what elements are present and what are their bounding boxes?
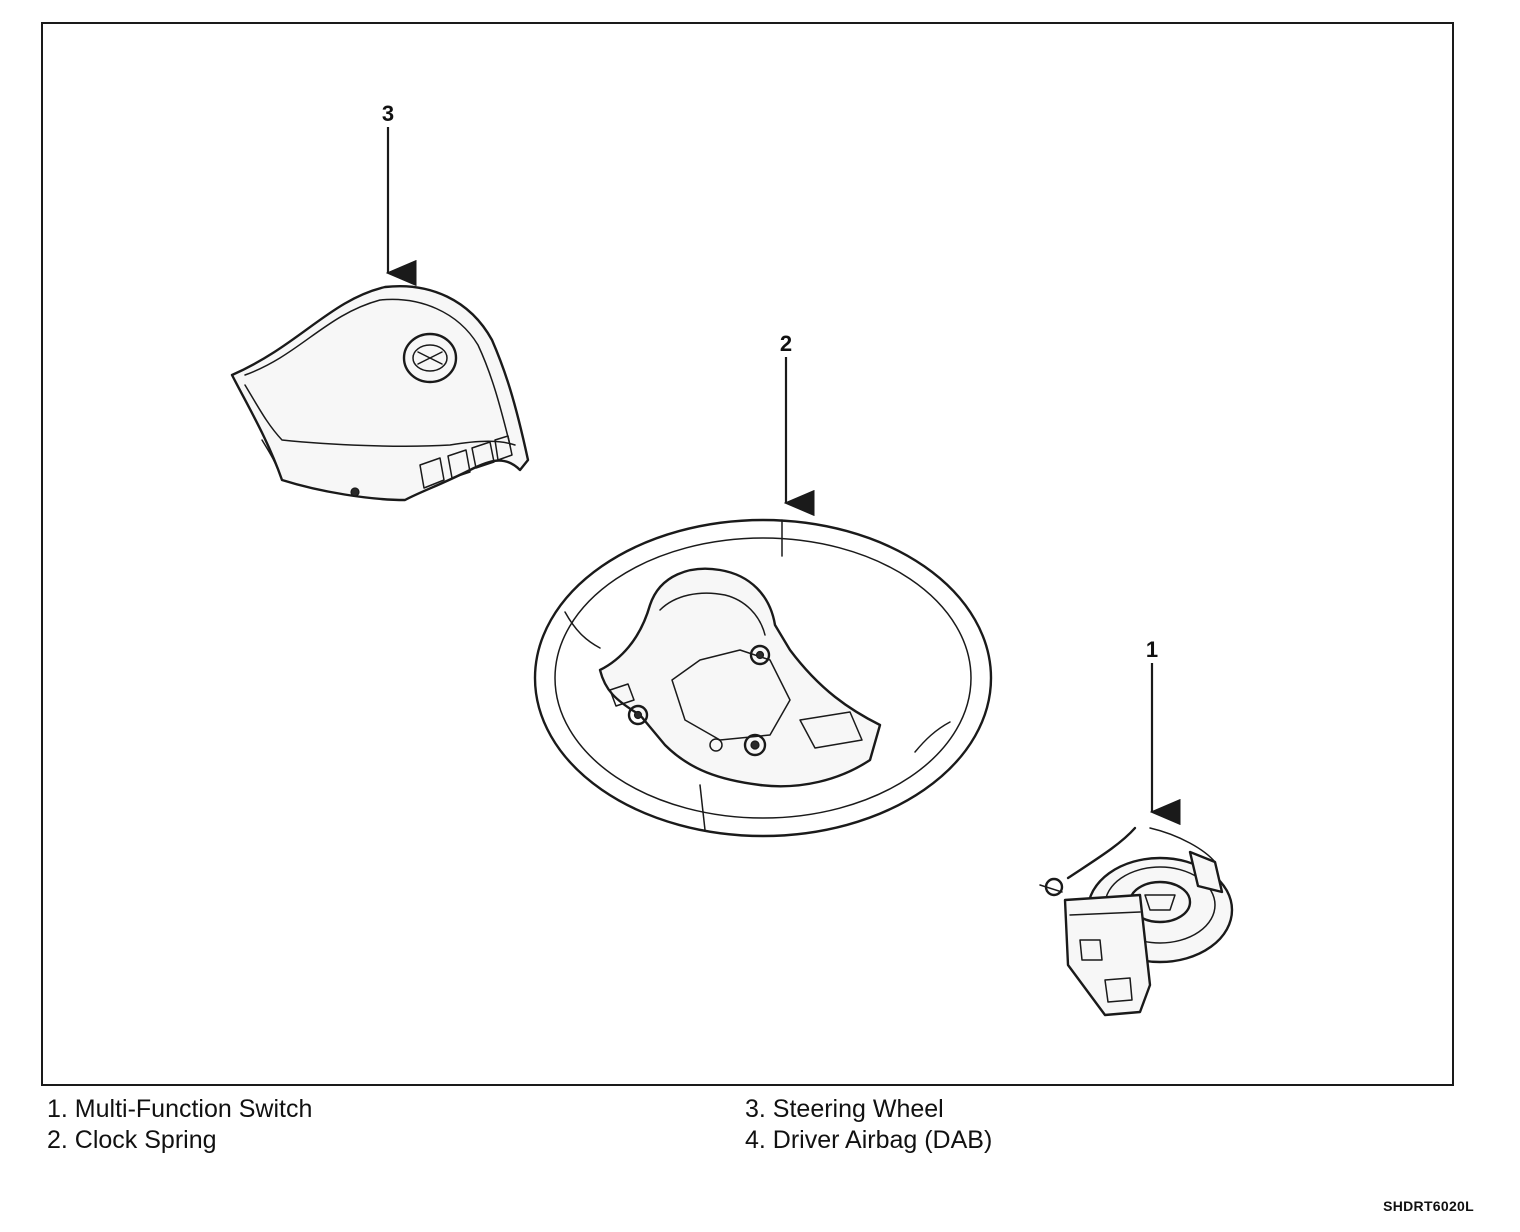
callout-2-number: 2	[780, 331, 792, 356]
steering-wheel-illustration	[533, 518, 993, 838]
legend-item-3: 3. Steering Wheel	[745, 1095, 944, 1123]
airbag-pad-illustration	[230, 285, 530, 502]
legend-item-1: 1. Multi-Function Switch	[47, 1095, 313, 1123]
clock-spring-illustration	[1039, 826, 1234, 1017]
figure-code: SHDRT6020L	[1383, 1198, 1474, 1214]
callout-1-number: 1	[1146, 637, 1158, 662]
legend-item-4: 4. Driver Airbag (DAB)	[745, 1126, 993, 1154]
legend-item-2: 2. Clock Spring	[47, 1126, 217, 1154]
callout-3-number: 3	[382, 101, 394, 126]
diagram-frame	[41, 22, 1454, 1086]
